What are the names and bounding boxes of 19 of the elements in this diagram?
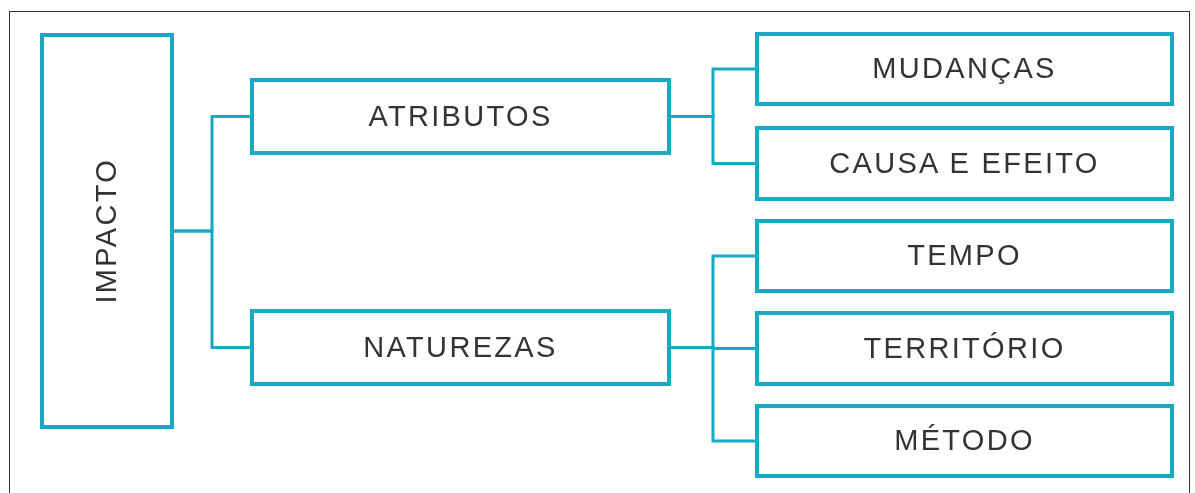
node-label: ATRIBUTOS [368,98,553,134]
category-box [755,219,1174,293]
node-label: TEMPO [907,238,1022,274]
connector-line [671,115,755,165]
category-box [755,311,1174,386]
node-label: NATUREZAS [363,329,558,365]
node-label: MÉTODO [894,423,1035,459]
category-box [250,309,671,386]
node-label: CAUSA E EFEITO [829,145,1100,181]
node-label: IMPACTO [89,158,124,304]
connector-line [671,346,755,443]
category-box [755,32,1174,106]
node-label: MUDANÇAS [872,51,1057,87]
category-box [755,404,1174,478]
category-box [250,78,671,155]
node-label: TERRITÓRIO [863,330,1066,366]
category-box [755,126,1174,201]
connector-line [174,229,250,349]
root-box [40,33,174,429]
